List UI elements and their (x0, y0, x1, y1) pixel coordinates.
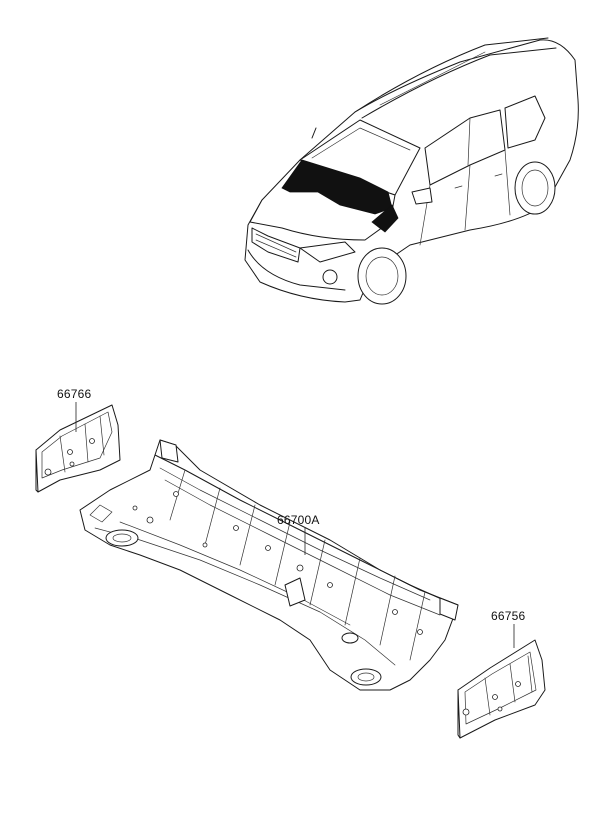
cowl-highlight (281, 159, 393, 215)
part-number-label-66766: 66766 (57, 387, 92, 401)
part-number-label-66756: 66756 (491, 609, 526, 623)
vehicle-locator-illustration (244, 37, 579, 305)
right-side-panel-part (457, 639, 546, 739)
cowl-panel-assembly-part (79, 439, 459, 691)
part-number-label-66700A: 66700A (277, 513, 320, 527)
left-side-panel-part (35, 404, 121, 493)
